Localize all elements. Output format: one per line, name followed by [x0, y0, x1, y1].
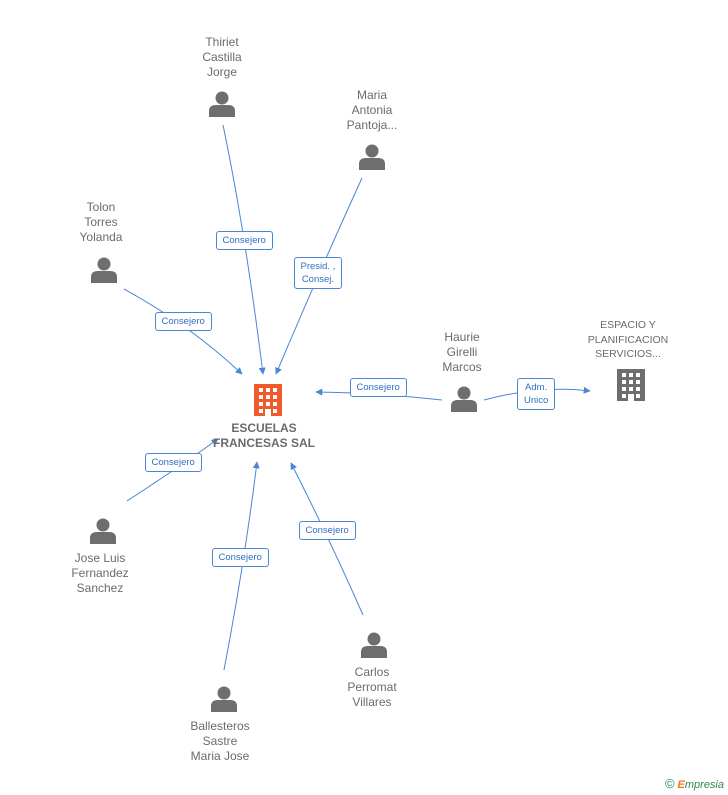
- role-label[interactable]: Consejero: [144, 452, 202, 472]
- person-name: Maria Antonia Pantoja...: [346, 88, 398, 132]
- person-icon[interactable]: [361, 632, 387, 659]
- person-name: Ballesteros Sastre Maria Jose: [190, 719, 250, 763]
- center-company-name: ESCUELAS FRANCESAS SAL: [212, 421, 315, 450]
- role-label[interactable]: Consejero: [154, 311, 212, 331]
- role-label[interactable]: Presid. , Consej.: [293, 257, 343, 289]
- person-icon[interactable]: [209, 91, 235, 118]
- role-label[interactable]: Consejero: [349, 377, 407, 397]
- person-name: Tolon Torres Yolanda: [79, 200, 123, 244]
- company-building-icon[interactable]: [254, 384, 282, 416]
- role-label[interactable]: Adm. Unico: [517, 378, 556, 410]
- person-icon[interactable]: [91, 257, 117, 284]
- person-icon[interactable]: [211, 686, 237, 713]
- person-icon[interactable]: [90, 518, 116, 545]
- person-name: Carlos Perromat Villares: [347, 665, 397, 709]
- role-label[interactable]: Consejero: [215, 230, 273, 250]
- relationship-arrow: [222, 124, 266, 375]
- company-name: ESPACIO Y PLANIFICACION SERVICIOS...: [587, 319, 669, 360]
- person-icon[interactable]: [359, 144, 385, 171]
- copyright-icon: ©: [664, 776, 675, 791]
- empresia-logo[interactable]: ©Empresia: [664, 776, 724, 791]
- role-label[interactable]: Consejero: [211, 547, 269, 567]
- person-name: Jose Luis Fernandez Sanchez: [71, 551, 129, 595]
- person-icon[interactable]: [451, 386, 477, 413]
- person-name: Haurie Girelli Marcos: [442, 330, 482, 374]
- building-icon[interactable]: [617, 369, 645, 401]
- relationship-arrow: [123, 288, 243, 375]
- person-name: Thiriet Castilla Jorge: [202, 35, 242, 79]
- role-label[interactable]: Consejero: [298, 520, 356, 540]
